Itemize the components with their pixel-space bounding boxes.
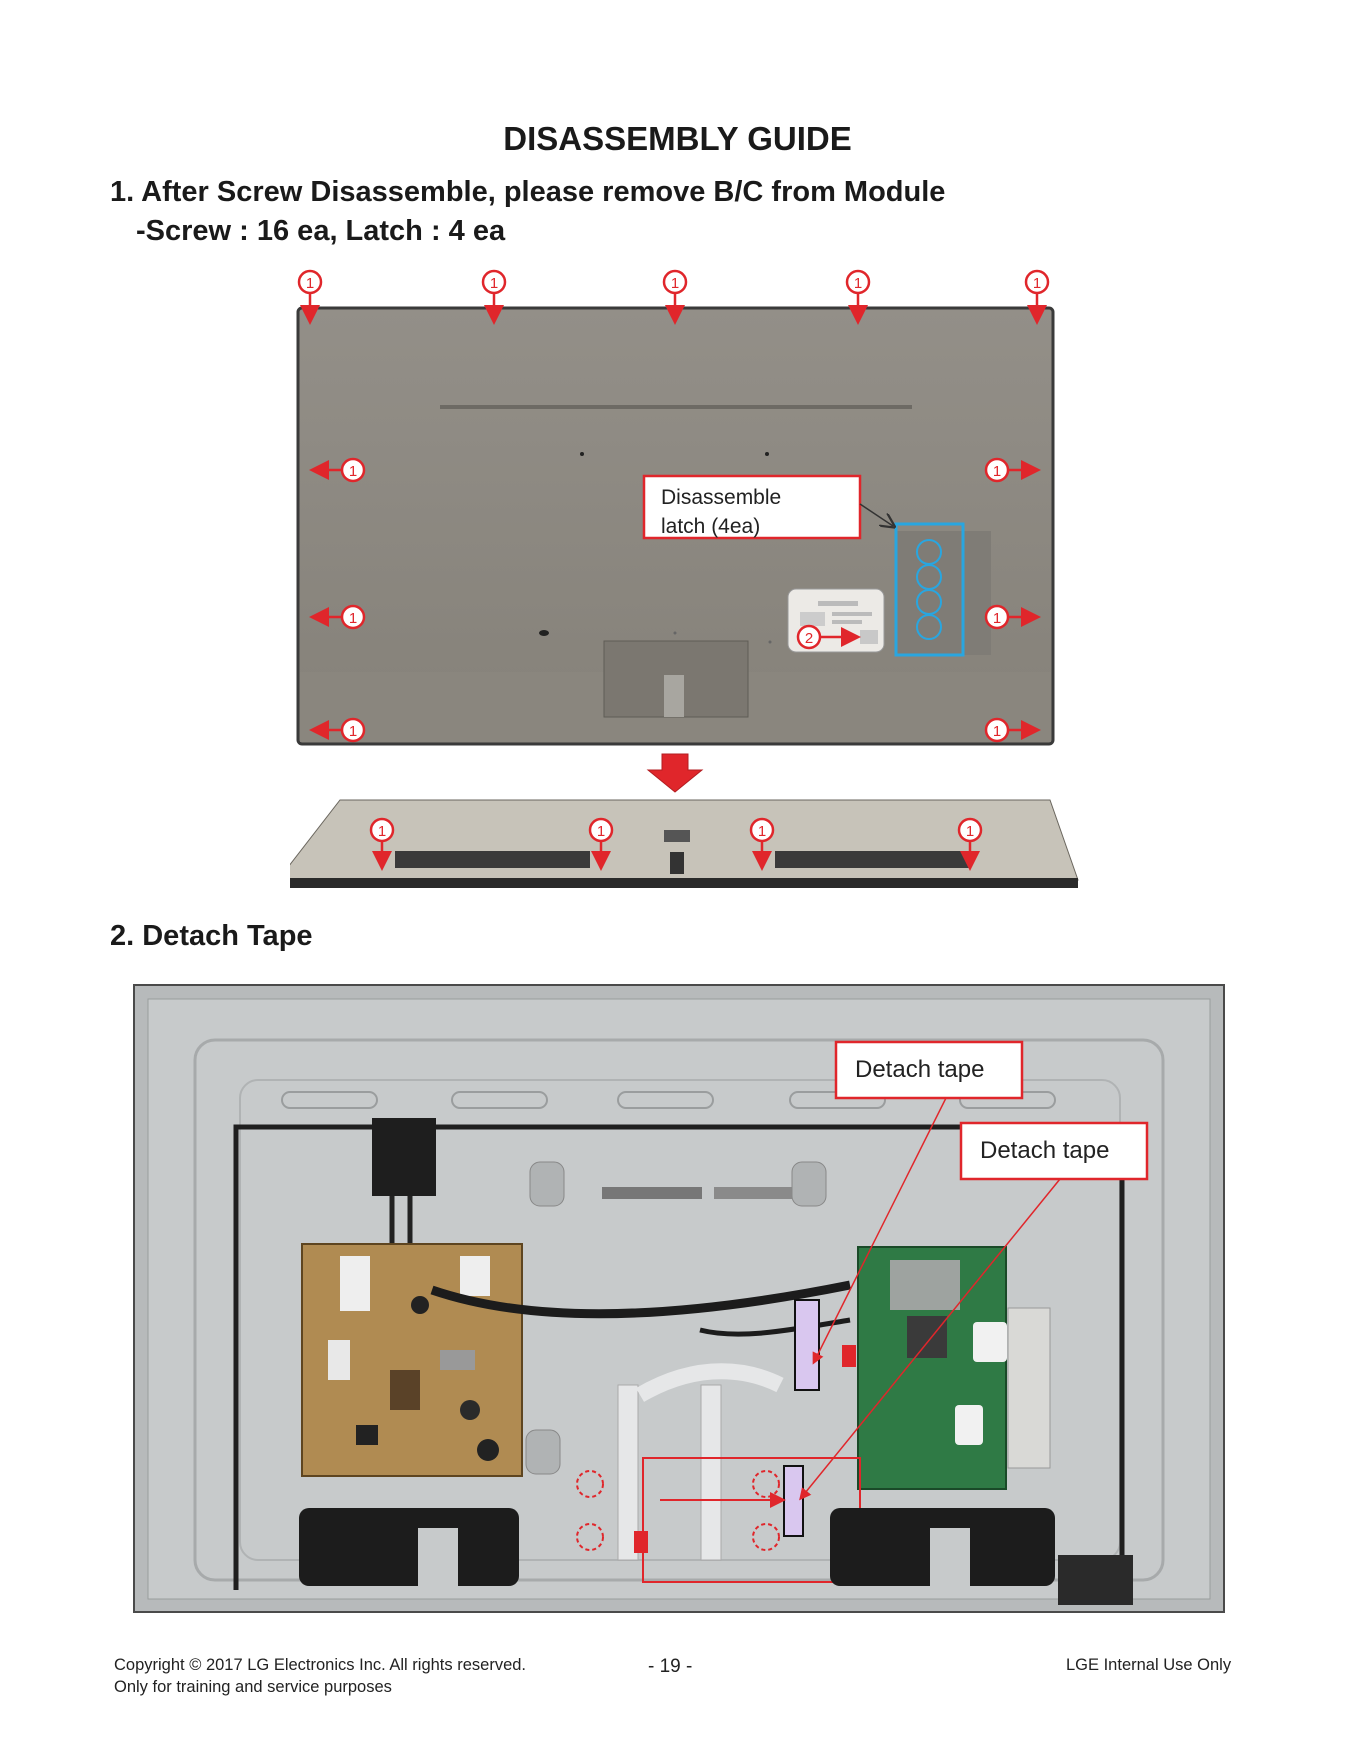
tape-callout-box-1 bbox=[834, 1040, 1024, 1100]
down-arrow-icon bbox=[646, 753, 704, 793]
screw-markers-right: 1 1 1 bbox=[984, 457, 1041, 743]
terminal-area bbox=[896, 531, 991, 655]
io-connector bbox=[1058, 1555, 1133, 1605]
tape-callout-box-2 bbox=[959, 1121, 1149, 1181]
speaker-left bbox=[299, 1508, 519, 1586]
tape-callout-label-2: Detach tape bbox=[980, 1137, 1109, 1164]
latch-circle bbox=[916, 614, 942, 640]
svg-text:1: 1 bbox=[306, 275, 314, 292]
svg-text:1: 1 bbox=[993, 610, 1001, 627]
wire-harness bbox=[430, 1280, 851, 1319]
screw-markers-left: 1 1 1 bbox=[309, 457, 366, 743]
screw-markers-bottom: 1 1 1 1 bbox=[369, 817, 983, 871]
svg-text:1: 1 bbox=[758, 823, 766, 840]
screw-marker-icon bbox=[662, 269, 688, 295]
svg-text:1: 1 bbox=[993, 463, 1001, 480]
step1-heading: 1. After Screw Disassemble, please remov… bbox=[110, 176, 946, 208]
page-title: DISASSEMBLY GUIDE bbox=[503, 120, 852, 157]
top-slot bbox=[440, 405, 912, 409]
io-bracket bbox=[1007, 1307, 1051, 1469]
screw-marker-icon bbox=[1024, 269, 1050, 295]
step2-heading: 2. Detach Tape bbox=[110, 920, 313, 952]
footer-copyright: Copyright © 2017 LG Electronics Inc. All… bbox=[114, 1656, 527, 1674]
screw-marker-icon bbox=[369, 817, 395, 843]
footer-note: Only for training and service purposes bbox=[114, 1678, 392, 1696]
page-number: - 19 - bbox=[648, 1656, 693, 1677]
svg-text:1: 1 bbox=[854, 275, 862, 292]
latch-callout-line1: Disassemble bbox=[661, 486, 781, 509]
screw-marker-icon bbox=[481, 269, 507, 295]
svg-text:1: 1 bbox=[349, 723, 357, 740]
svg-text:1: 1 bbox=[349, 463, 357, 480]
ffc-cable bbox=[700, 1384, 722, 1561]
svg-text:1: 1 bbox=[378, 823, 386, 840]
chassis-figure: Detach tape Detach tape bbox=[133, 984, 1225, 1613]
screw-circle bbox=[752, 1470, 780, 1498]
tape-patch-upper bbox=[794, 1299, 820, 1391]
barcode-label bbox=[602, 1187, 702, 1199]
screw-markers-top: 1 1 1 1 1 bbox=[297, 269, 1050, 325]
screw-circle bbox=[752, 1523, 780, 1551]
screw-marker-icon bbox=[984, 604, 1010, 630]
screw-marker-icon bbox=[984, 717, 1010, 743]
vent-left bbox=[395, 851, 590, 868]
screw-marker-icon bbox=[845, 269, 871, 295]
screw-marker-icon bbox=[957, 817, 983, 843]
marker-2-label: 2 bbox=[805, 630, 813, 647]
screw-marker-icon bbox=[340, 604, 366, 630]
screw-marker-icon bbox=[340, 457, 366, 483]
screw-marker-icon bbox=[749, 817, 775, 843]
step1-subheading: -Screw : 16 ea, Latch : 4 ea bbox=[136, 215, 506, 247]
svg-text:1: 1 bbox=[993, 723, 1001, 740]
marker-2-icon bbox=[796, 624, 822, 650]
screw-circle bbox=[576, 1470, 604, 1498]
ffc-cable bbox=[617, 1384, 639, 1561]
svg-text:1: 1 bbox=[349, 610, 357, 627]
screw-marker-icon bbox=[984, 457, 1010, 483]
svg-text:1: 1 bbox=[1033, 275, 1041, 292]
tape-patch-lower bbox=[783, 1465, 804, 1537]
svg-text:1: 1 bbox=[490, 275, 498, 292]
screw-marker-icon bbox=[297, 269, 323, 295]
svg-text:1: 1 bbox=[597, 823, 605, 840]
latch-callout-box bbox=[642, 474, 862, 540]
back-cover-figure: Disassemble latch (4ea) 2 1 1 1 1 1 1 1 … bbox=[290, 269, 1079, 888]
screw-marker-icon bbox=[588, 817, 614, 843]
tape-callout-arrow-2 bbox=[799, 1178, 1061, 1501]
screw-marker-icon bbox=[340, 717, 366, 743]
frame-cable bbox=[233, 1124, 1125, 1590]
screw-circle bbox=[576, 1523, 604, 1551]
latch-callout-line2: latch (4ea) bbox=[661, 515, 760, 538]
cable-bracket bbox=[372, 1118, 436, 1196]
tape-callout-label-1: Detach tape bbox=[855, 1056, 984, 1083]
svg-text:1: 1 bbox=[966, 823, 974, 840]
vent-right bbox=[775, 851, 970, 868]
tape-callout-arrow-1 bbox=[812, 1097, 947, 1365]
svg-text:1: 1 bbox=[671, 275, 679, 292]
latch-callout-arrow bbox=[859, 503, 893, 526]
latch-highlight-box bbox=[894, 522, 965, 657]
footer-classification: LGE Internal Use Only bbox=[1066, 1656, 1232, 1674]
